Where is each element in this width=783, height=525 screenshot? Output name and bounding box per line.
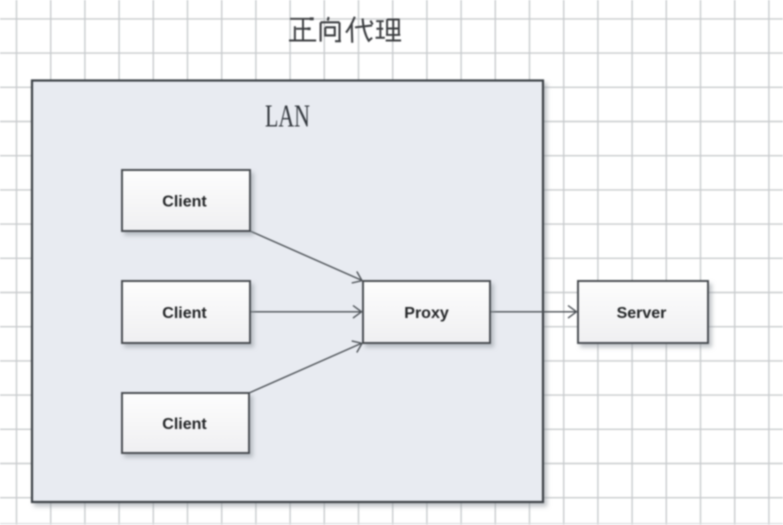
svg-text:Server: Server (617, 305, 667, 322)
svg-text:Client: Client (162, 416, 207, 433)
svg-text:Client: Client (162, 305, 207, 322)
svg-text:Proxy: Proxy (404, 305, 449, 322)
svg-text:Client: Client (162, 193, 207, 210)
svg-text:LAN: LAN (265, 99, 310, 134)
